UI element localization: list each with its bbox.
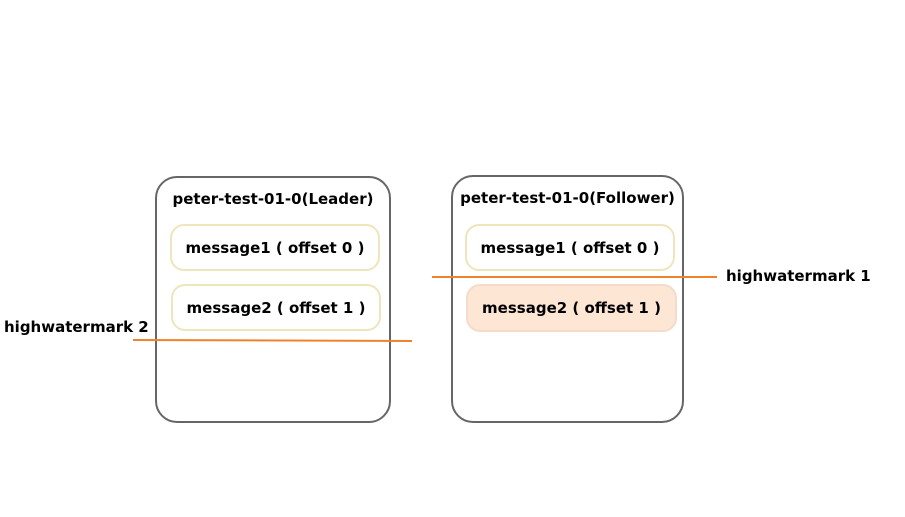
- follower-message1: message1 ( offset 0 ): [465, 224, 675, 271]
- leader-partition-title: peter-test-01-0(Leader): [172, 190, 374, 208]
- highwatermark-2-label: highwatermark 2: [4, 318, 149, 336]
- leader-message2: message2 ( offset 1 ): [171, 284, 381, 331]
- leader-message1: message1 ( offset 0 ): [170, 224, 380, 271]
- follower-partition-box: peter-test-01-0(Follower) message1 ( off…: [451, 175, 684, 423]
- follower-partition-title: peter-test-01-0(Follower): [460, 189, 675, 207]
- leader-partition-box: peter-test-01-0(Leader) message1 ( offse…: [155, 176, 391, 423]
- highwatermark-1-line: [432, 276, 717, 278]
- highwatermark-1-label: highwatermark 1: [726, 267, 871, 285]
- follower-message2-unreplicated: message2 ( offset 1 ): [466, 284, 677, 332]
